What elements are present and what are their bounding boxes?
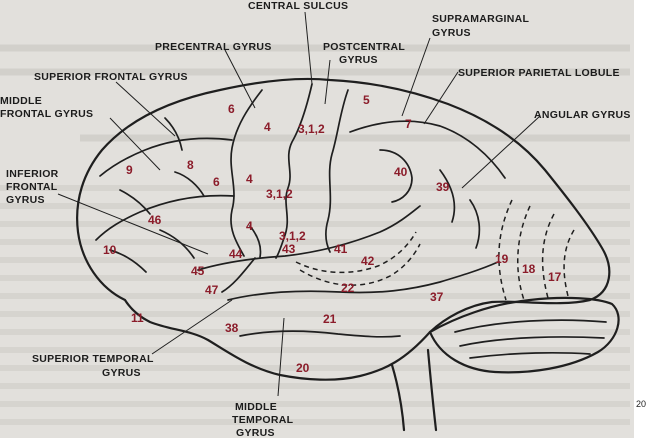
- pointer-middle-frontal: [109, 117, 161, 171]
- label-supramarginal-line1: SUPRAMARGINAL: [432, 13, 530, 25]
- cerebrum-outline: [76, 77, 611, 381]
- brodmann-area-numbers: 6 4 3,1,2 5 7 9 8 6 4 3,1,2 40 39 46 4 3…: [103, 93, 562, 375]
- area-37: 37: [430, 290, 444, 304]
- cerebellum-outline: [428, 296, 620, 374]
- pointer-inferior-frontal: [57, 193, 209, 255]
- sulci: [95, 83, 506, 338]
- label-angular-gyrus: ANGULAR GYRUS: [534, 109, 631, 121]
- area-4-low: 4: [246, 219, 253, 233]
- area-42: 42: [361, 254, 375, 268]
- area-11: 11: [131, 311, 144, 325]
- label-middle-frontal-line2: FRONTAL GYRUS: [0, 108, 93, 120]
- area-20: 20: [296, 361, 310, 375]
- area-43: 43: [282, 242, 296, 256]
- page-margin: [634, 0, 650, 438]
- label-superior-temporal-line1: SUPERIOR TEMPORAL: [32, 353, 154, 365]
- area-46: 46: [148, 213, 162, 227]
- area-45: 45: [191, 264, 205, 278]
- label-superior-frontal-gyrus: SUPERIOR FRONTAL GYRUS: [34, 71, 188, 83]
- lateral-sulcus-line: [197, 205, 421, 271]
- area-3-1-2-top: 3,1,2: [298, 122, 325, 136]
- auditory-area-boundary: [295, 231, 417, 274]
- label-middle-temporal-line2: TEMPORAL: [232, 414, 294, 426]
- area-7: 7: [405, 117, 412, 131]
- visual-area-boundary-2: [517, 205, 531, 301]
- label-supramarginal-line2: GYRUS: [432, 27, 471, 39]
- brain-outline: [76, 77, 620, 432]
- area-10: 10: [103, 243, 117, 257]
- label-inferior-frontal-line2: FRONTAL: [6, 181, 58, 193]
- precentral-sulcus-line: [230, 89, 263, 257]
- pointer-superior-parietal: [423, 71, 459, 125]
- label-middle-temporal-line1: MIDDLE: [235, 401, 277, 413]
- superior-frontal-sulcus-line: [99, 137, 233, 177]
- show-through-text: [0, 44, 630, 425]
- label-middle-temporal-line3: GYRUS: [236, 427, 275, 438]
- area-39: 39: [436, 180, 450, 194]
- inferior-frontal-sulcus-line: [95, 194, 235, 241]
- parietal-gyri-detail: [379, 149, 481, 249]
- central-sulcus-line: [275, 83, 313, 259]
- area-22: 22: [341, 281, 355, 295]
- area-41: 41: [334, 242, 348, 256]
- brainstem-outline: [390, 348, 438, 432]
- intraparietal-sulcus-line: [349, 120, 506, 179]
- area-19: 19: [495, 252, 509, 266]
- label-middle-frontal-line1: MIDDLE: [0, 95, 42, 107]
- pointer-precentral: [224, 49, 256, 109]
- label-inferior-frontal-line3: GYRUS: [6, 194, 45, 206]
- frontal-gyri-detail: [109, 117, 205, 273]
- area-47: 47: [205, 283, 219, 297]
- lateral-sulcus-branch: [221, 225, 262, 293]
- pointer-postcentral: [324, 59, 331, 105]
- label-precentral-gyrus: PRECENTRAL GYRUS: [155, 41, 272, 53]
- pointer-angular: [461, 115, 541, 189]
- dashed-boundaries: [295, 199, 575, 301]
- auditory-area-boundary-outer: [299, 243, 421, 286]
- area-3-1-2-low: 3,1,2: [279, 229, 306, 243]
- gyrus-labels: CENTRAL SULCUS SUPRAMARGINAL GYRUS PRECE…: [0, 0, 631, 438]
- label-central-sulcus: CENTRAL SULCUS: [248, 0, 348, 12]
- area-9: 9: [126, 163, 133, 177]
- area-44: 44: [229, 247, 243, 261]
- visual-area-boundary-1: [498, 199, 513, 301]
- label-postcentral-line1: POSTCENTRAL: [323, 41, 405, 53]
- pointer-supramarginal: [401, 37, 431, 117]
- label-superior-parietal-lobule: SUPERIOR PARIETAL LOBULE: [458, 67, 620, 79]
- superior-temporal-sulcus-line: [227, 261, 499, 301]
- area-3-1-2-mid: 3,1,2: [266, 187, 293, 201]
- label-inferior-frontal-line1: INFERIOR: [6, 168, 59, 180]
- postcentral-sulcus-line: [324, 89, 349, 253]
- cerebellum-folia: [454, 319, 607, 359]
- area-17: 17: [548, 270, 562, 284]
- label-superior-temporal-line2: GYRUS: [102, 367, 141, 379]
- area-6-mid: 6: [213, 175, 220, 189]
- page-number: 20: [636, 399, 647, 409]
- area-40: 40: [394, 165, 408, 179]
- area-8: 8: [187, 158, 194, 172]
- area-4-top: 4: [264, 120, 271, 134]
- area-18: 18: [522, 262, 536, 276]
- pointer-superior-frontal: [115, 81, 176, 137]
- inferior-temporal-sulcus-line: [239, 330, 401, 338]
- area-38: 38: [225, 321, 239, 335]
- area-5: 5: [363, 93, 370, 107]
- area-4-mid: 4: [246, 172, 253, 186]
- pointer-middle-temporal: [277, 317, 285, 397]
- pointer-central-sulcus: [304, 11, 313, 85]
- label-postcentral-line2: GYRUS: [339, 54, 378, 66]
- area-6-top: 6: [228, 102, 235, 116]
- area-21: 21: [323, 312, 337, 326]
- pointer-superior-temporal: [151, 299, 233, 355]
- pointer-lines: [57, 11, 541, 397]
